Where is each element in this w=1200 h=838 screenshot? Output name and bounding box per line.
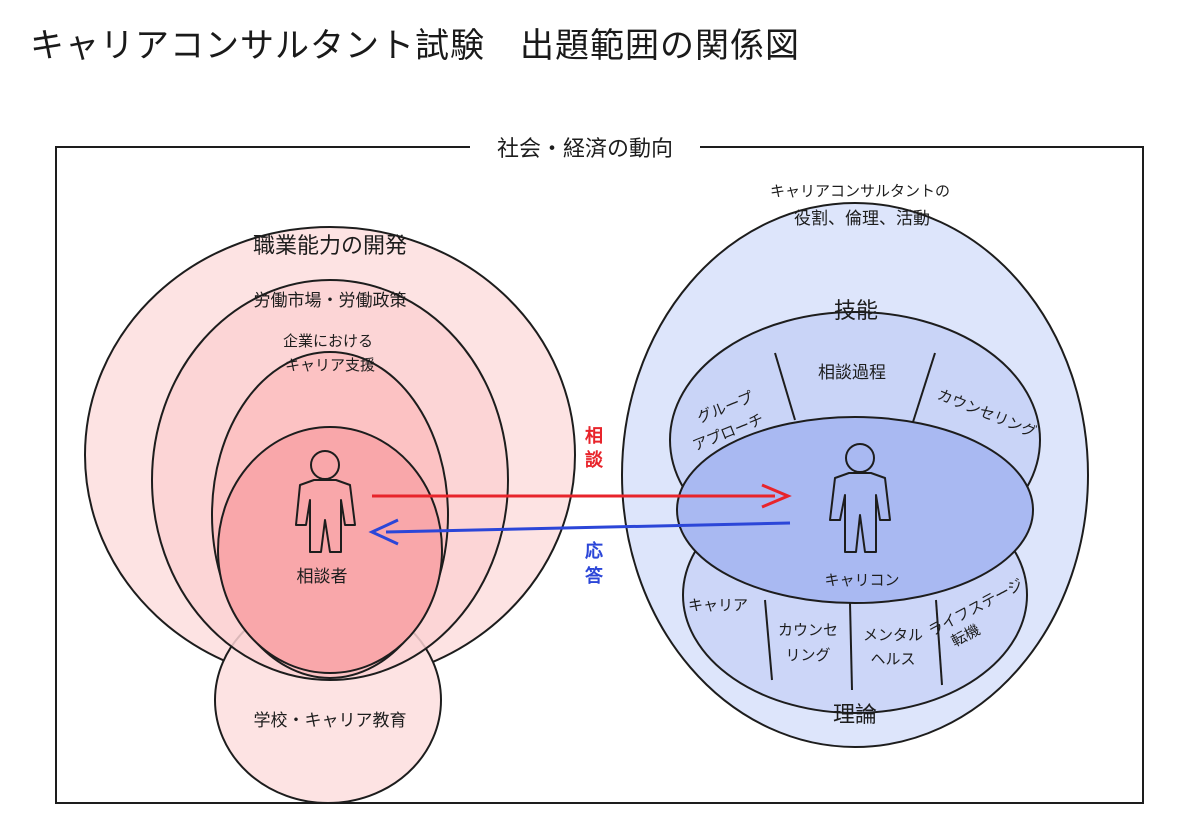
arrowhead-right-icon xyxy=(761,483,792,509)
consult-label-char-1: 相 xyxy=(585,426,603,447)
respond-label-char-2: 答 xyxy=(585,565,604,587)
consultant-label: キャリコン xyxy=(824,571,899,589)
theory-label: 理論 xyxy=(833,703,877,728)
theory-mental-health-1: メンタル xyxy=(863,626,923,644)
page-title: キャリアコンサルタント試験 出題範囲の関係図 xyxy=(30,26,800,66)
social-economic-frame: 社会・経済の動向 xyxy=(55,137,1144,804)
role-ethics-label-2: 役割、倫理、活動 xyxy=(794,209,930,229)
role-ethics-label-1: キャリアコンサルタントの xyxy=(770,182,950,200)
ring-label-corporate-2: キャリア支援 xyxy=(285,356,375,374)
consult-label-char-2: 談 xyxy=(585,449,604,471)
theory-counseling-2: リング xyxy=(785,646,830,664)
respond-arrow xyxy=(368,518,791,546)
right-cluster: キャリアコンサルタントの 役割、倫理、活動 技能 グループ アプローチ 相談過程… xyxy=(621,182,1089,748)
theory-career: キャリア xyxy=(688,596,748,614)
school-career-education-label: 学校・キャリア教育 xyxy=(254,711,407,731)
consultant-person-icon xyxy=(829,443,891,553)
client-person-icon xyxy=(295,450,356,553)
consult-arrow-label: 相 談 xyxy=(585,426,604,471)
respond-label-char-1: 応 xyxy=(585,540,603,562)
client-label: 相談者 xyxy=(297,567,348,587)
respond-arrow-label: 応 答 xyxy=(585,540,604,587)
ring-label-labor-market: 労働市場・労働政策 xyxy=(254,291,407,311)
skills-label: 技能 xyxy=(834,299,878,324)
theory-dividers xyxy=(764,599,943,691)
consult-arrow xyxy=(372,483,792,509)
left-cluster: 職業能力の開発 労働市場・労働政策 企業における キャリア支援 学校・キャリア教… xyxy=(84,226,576,804)
skills-consultation-process: 相談過程 xyxy=(818,363,886,383)
frame-label: 社会・経済の動向 xyxy=(497,137,673,162)
skills-dividers xyxy=(774,352,936,423)
ring-label-career-development: 職業能力の開発 xyxy=(253,234,407,259)
career-consultant-core xyxy=(676,416,1034,604)
theory-counseling-1: カウンセ xyxy=(778,621,838,639)
arrowhead-left-icon xyxy=(368,518,399,546)
ring-label-corporate-1: 企業における xyxy=(283,332,373,350)
theory-mental-health-2: ヘルス xyxy=(870,650,915,668)
